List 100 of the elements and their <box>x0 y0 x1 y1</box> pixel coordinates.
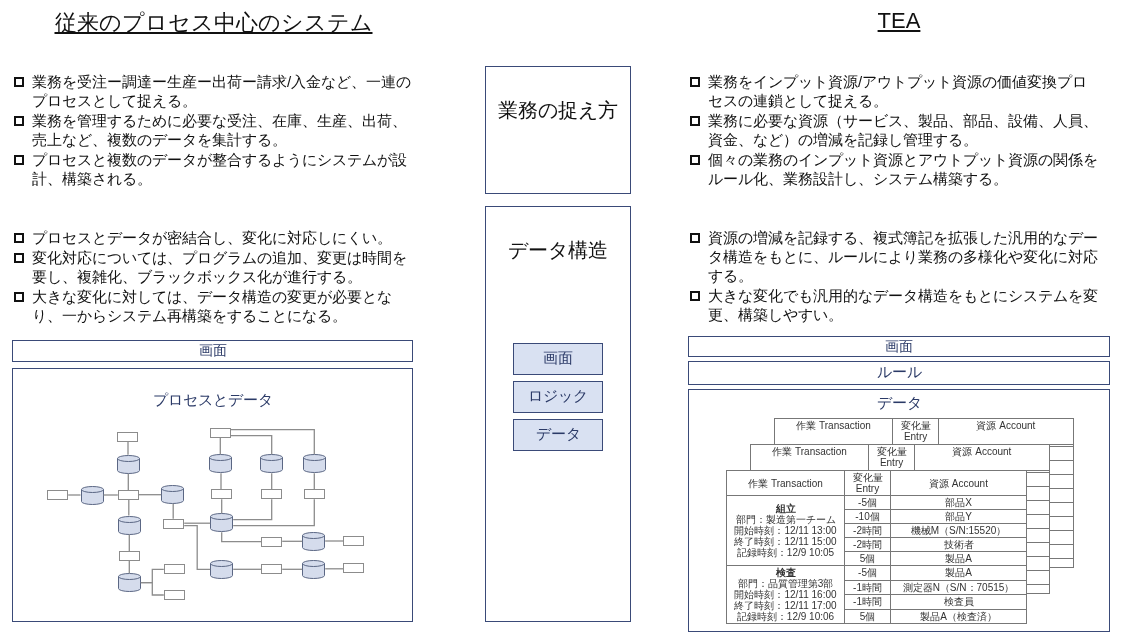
database-cylinder <box>302 454 326 474</box>
layer-bar: 画面 <box>688 336 1110 357</box>
category-box <box>485 206 631 622</box>
process-box <box>261 489 283 500</box>
process-box <box>209 427 231 438</box>
connector-line <box>172 503 174 520</box>
layer-box: データ <box>513 419 603 451</box>
layer-box: ロジック <box>513 381 603 413</box>
connector-line <box>127 441 129 456</box>
data-panel: データ 作業 Transaction 変化量 Entry 資源 Account 作業 Transaction 変化量 Entry 資源 Account 作業 Transaction 変化量 Entry 資源 Account 組立 部門：製造第一チーム 開始時刻：12/11 13:00 終了時刻：12/11 15:00 記録時刻：12/9 10:05 -5個 部品X -10個 部品Y -2時間 機械M（S/N:15520） -2時間 技術者 5個 製品A 検査 部門：品質管理第3部 開始時刻：12/11 16:00 終了時刻：12/11 17:00 記録時刻：12/9 10:06 -5個 製品A -1時間 測定器N（S/N：70515） -1時間 検査員 5個 製品A（検査済） <box>688 389 1110 632</box>
table-heading: 組立 <box>774 503 797 514</box>
bullet-text: 業務を受注ー調達ー生産ー出荷ー請求/入金など、一連のプロセスとして捉える。 <box>32 72 413 110</box>
connector-line <box>230 435 273 455</box>
diagram-panel <box>12 368 413 622</box>
layer-bar: ルール <box>688 361 1110 385</box>
process-box <box>163 518 185 529</box>
connector-line <box>220 472 222 490</box>
layer-bar: 画面 <box>12 340 413 362</box>
process-box <box>117 431 139 442</box>
process-box <box>343 563 365 574</box>
table-cell: -2時間 <box>844 537 891 552</box>
table-cell: 測定器N（S/N：70515） <box>890 580 1027 595</box>
bullet-text: 大きな変化でも汎用的なデータ構造をもとにシステムを変更、構築しやすい。 <box>708 286 1099 324</box>
table-cell: 技術者 <box>890 537 1027 552</box>
process-box <box>211 489 233 500</box>
table-cell: 製品A（検査済） <box>890 609 1027 624</box>
database-cylinder <box>302 559 326 579</box>
process-box <box>343 536 365 546</box>
connector-line <box>324 540 344 542</box>
table-header-cell: 資源 Account <box>890 470 1027 496</box>
database-cylinder <box>208 454 232 474</box>
table-cell: 5個 <box>844 609 891 624</box>
connector-line <box>183 525 211 570</box>
connector-line <box>281 540 303 542</box>
process-box <box>261 564 283 575</box>
connector-line <box>219 437 221 455</box>
database-cylinder <box>210 513 234 533</box>
connector-line <box>140 582 165 596</box>
connector-line <box>221 498 223 514</box>
connector-line <box>102 494 119 496</box>
bullet-text: 個々の業務のインプット資源とアウトプット資源の関係をルール化、業務設計し、システム構築する。 <box>708 150 1099 188</box>
table-cell: 部品X <box>890 495 1027 510</box>
connector-line <box>128 560 130 574</box>
connector-line <box>313 472 315 490</box>
process-box <box>303 489 325 500</box>
column-heading: TEA <box>877 8 921 33</box>
table-cell: -10個 <box>844 509 891 524</box>
table-cell: 部品Y <box>890 509 1027 524</box>
table-cell: 製品A <box>890 565 1027 580</box>
bullet-text: 業務をインプット資源/アウトプット資源の価値変換プロセスの連鎖として捉える。 <box>708 72 1089 110</box>
connector-line <box>138 494 162 496</box>
table-cell: -5個 <box>844 565 891 580</box>
connector-line <box>232 568 262 570</box>
database-cylinder <box>116 454 140 474</box>
table-cell: -1時間 <box>844 594 891 609</box>
database-cylinder <box>80 485 104 505</box>
column-heading: 従来のプロセス中心のシステム <box>54 10 373 35</box>
database-cylinder <box>302 531 326 551</box>
process-box <box>163 590 185 600</box>
database-cylinder <box>161 484 185 504</box>
database-cylinder <box>117 515 141 535</box>
table-text: 記録時刻：12/9 10:05 <box>735 547 836 558</box>
process-box <box>163 564 185 575</box>
table-cell: 製品A <box>890 551 1027 566</box>
connector-line <box>183 522 211 524</box>
table-cell: -2時間 <box>844 523 891 538</box>
connector-line <box>128 499 130 517</box>
bullet-text: 変化対応については、プログラムの追加、変更は時間を要し、複雑化、ブラックボックス化が進行する。 <box>32 248 408 286</box>
panel-title: プロセスとデータ <box>151 391 274 410</box>
database-cylinder <box>117 573 141 593</box>
table-cell: 検査員 <box>890 594 1027 609</box>
connector-line <box>281 568 303 570</box>
table-header-cell: 変化量 Entry <box>844 470 891 496</box>
process-box <box>117 490 139 500</box>
connector-line <box>127 473 129 491</box>
category-box: 業務の捉え方 <box>485 66 631 194</box>
database-cylinder <box>210 559 234 579</box>
process-box <box>47 490 69 500</box>
table-cell: 機械M（S/N:15520） <box>890 523 1027 538</box>
table-text: 開始時刻：12/11 16:00 <box>733 589 838 600</box>
bullet-text: プロセスと複数のデータが整合するようにシステムが設計、構築される。 <box>32 150 408 188</box>
connector-line <box>221 531 262 543</box>
panel-title: データ構造 <box>507 238 609 263</box>
layer-box: 画面 <box>513 343 603 375</box>
bullet-text: 業務を管理するために必要な受注、在庫、生産、出荷、売上など、複数のデータを集計する。 <box>32 111 408 149</box>
table-cell: -5個 <box>844 495 891 510</box>
connector-line <box>271 472 273 490</box>
table-header-cell: 作業 Transaction <box>726 470 845 496</box>
bullet-text: 大きな変化に対しては、データ構造の変更が必要となり、一からシステム再構築をすることになる。 <box>32 287 393 325</box>
connector-line <box>230 429 315 455</box>
table-text: 終了時刻：12/11 15:00 <box>733 536 838 547</box>
database-cylinder <box>260 454 284 474</box>
connector-line <box>232 498 315 527</box>
table-text: 記録時刻：12/9 10:06 <box>735 611 836 622</box>
bullet-text: 業務に必要な資源（サービス、製品、部品、設備、人員、資金、など）の増減を記録し管理する。 <box>708 111 1099 149</box>
connector-line <box>67 494 82 496</box>
table-cell: -1時間 <box>844 580 891 595</box>
table-text: 部門：品質管理第3部 <box>736 578 835 589</box>
table-text: 終了時刻：12/11 17:00 <box>733 600 838 611</box>
table-heading: 検査 <box>774 567 797 578</box>
